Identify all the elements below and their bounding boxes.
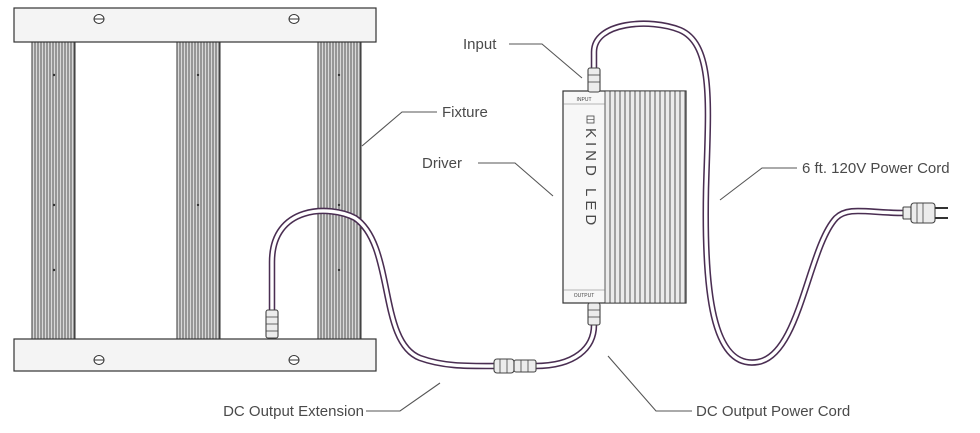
label-driver: Driver xyxy=(422,155,462,172)
fixture-fins-center xyxy=(176,41,221,340)
leader-lines xyxy=(361,43,797,412)
fixture-fins-left xyxy=(31,41,76,340)
label-dc-output-power-cord: DC Output Power Cord xyxy=(696,403,850,420)
mounting-hole-icon xyxy=(288,355,300,365)
fixture-fins-right xyxy=(317,41,362,340)
wall-plug-icon xyxy=(902,202,948,224)
label-power-cord: 6 ft. 120V Power Cord xyxy=(802,160,950,177)
power-cord-120v xyxy=(590,20,909,366)
driver-output-connector xyxy=(587,302,601,326)
driver-input-marking: INPUT xyxy=(577,97,592,103)
inline-dc-coupler xyxy=(493,358,537,374)
fixture-bottom-rail xyxy=(13,338,377,372)
driver-input-connector xyxy=(587,67,601,93)
dc-output-extension-cord xyxy=(268,207,501,370)
label-fixture: Fixture xyxy=(442,104,488,121)
driver: INPUT OUTPUT KIND LED xyxy=(562,90,687,304)
mounting-hole-icon xyxy=(93,355,105,365)
fixture-top-rail xyxy=(13,7,377,43)
driver-brand: KIND LED xyxy=(582,128,599,229)
dc-output-power-cord xyxy=(531,321,598,370)
label-input: Input xyxy=(463,36,497,53)
mounting-hole-icon xyxy=(93,14,105,24)
fixture-connector xyxy=(265,309,279,339)
driver-output-marking: OUTPUT xyxy=(574,293,595,299)
fixture xyxy=(13,7,377,372)
label-dc-output-extension: DC Output Extension xyxy=(223,403,364,420)
mounting-hole-icon xyxy=(288,14,300,24)
brand-logo-icon xyxy=(586,115,595,124)
